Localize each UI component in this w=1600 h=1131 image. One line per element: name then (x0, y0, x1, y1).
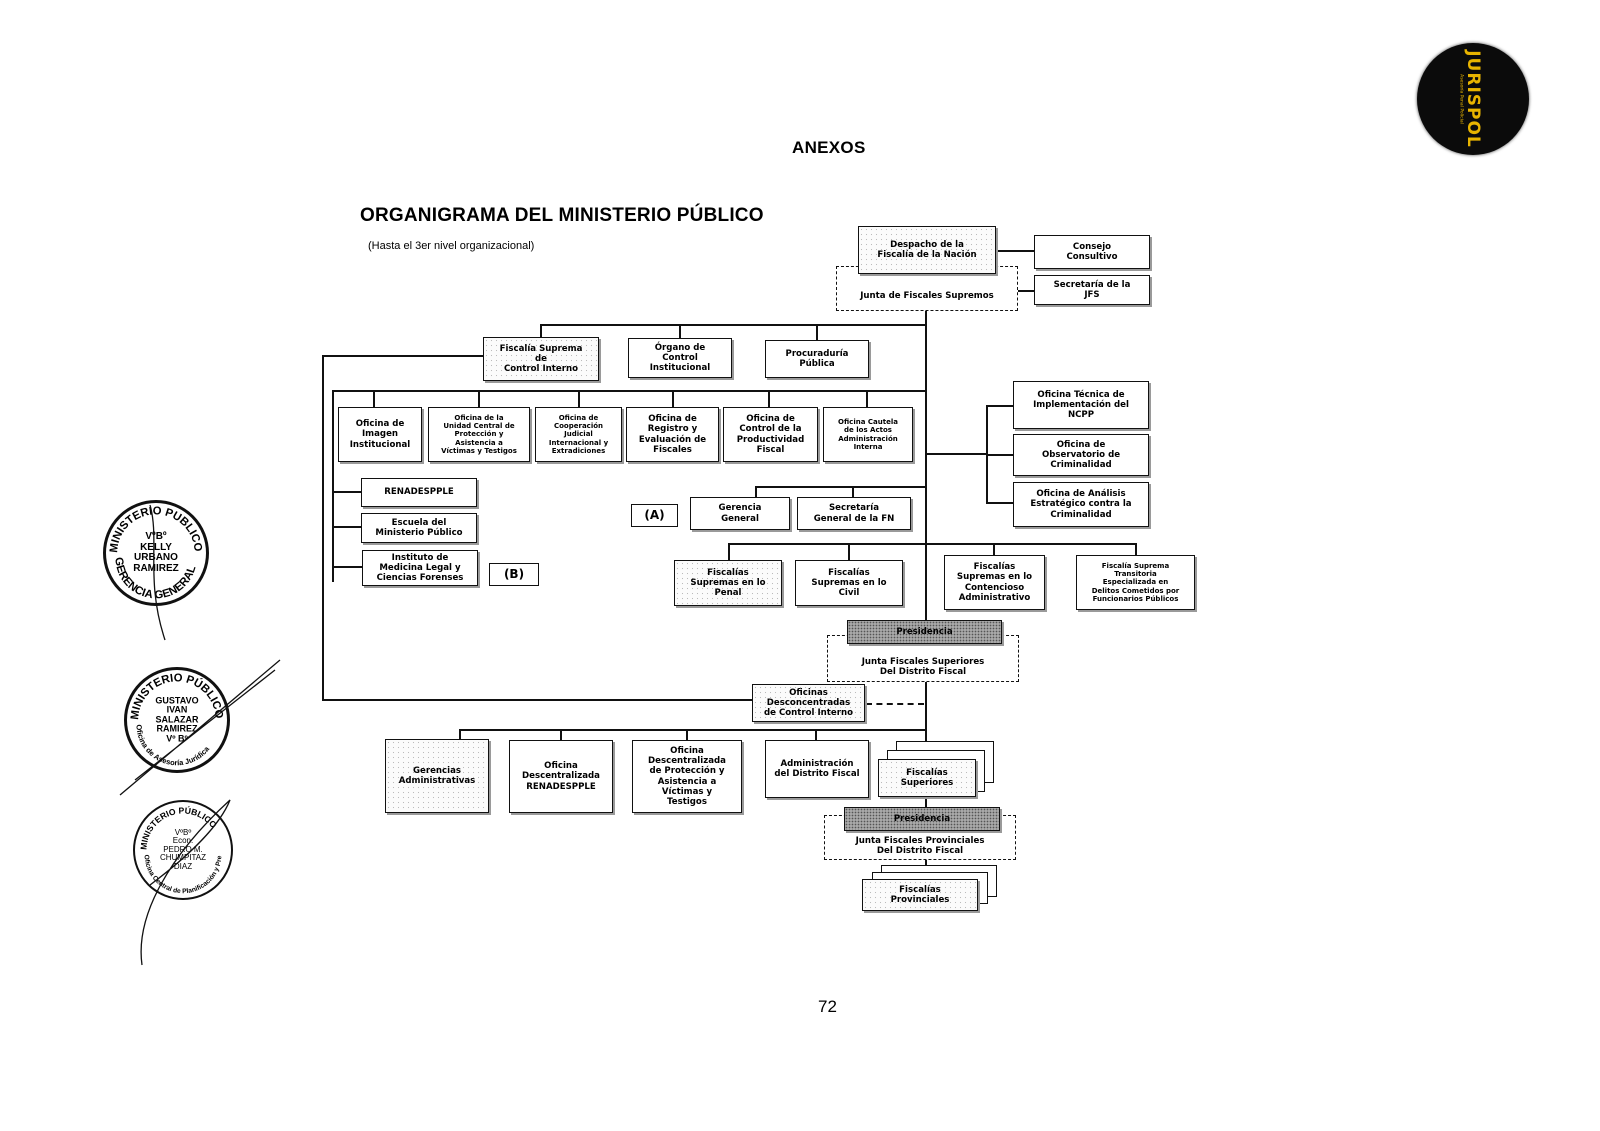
oficina-descentralizada-renadespple: Oficina Descentralizada RENADESPPLE (509, 740, 613, 813)
connector (996, 250, 1034, 252)
stamp-center: GUSTAVO IVAN SALAZAR RAMIREZ Vº Bº (155, 695, 199, 744)
connector (755, 486, 757, 498)
oficina-descentralizada-proteccion: Oficina Descentralizada de Protección y … (632, 740, 742, 813)
connector (728, 543, 730, 561)
gerencia-general: Gerencia General (690, 497, 790, 530)
stamp-center: VºBº KELLY URBANO RAMIREZ (133, 531, 179, 574)
connector (728, 543, 1136, 545)
logo-name: JURISPOL (1463, 50, 1483, 148)
connector (1018, 290, 1034, 292)
connector (332, 566, 362, 568)
oficina-proteccion-victimas: Oficina de la Unidad Central de Protecci… (428, 407, 530, 462)
fiscalias-supremas-civil: Fiscalías Supremas en lo Civil (795, 560, 903, 606)
organo-control-institucional: Órgano de Control Institucional (628, 338, 732, 378)
administracion-distrito-fiscal: Administración del Distrito Fiscal (765, 740, 869, 798)
connector (540, 324, 927, 326)
oficina-analisis-estrategico: Oficina de Análisis Estratégico contra l… (1013, 482, 1149, 527)
connector (986, 405, 1014, 407)
presidencia-provincial: Presidencia (844, 807, 1000, 831)
secretaria-jfs: Secretaría de la JFS (1034, 275, 1150, 305)
label-b: (B) (489, 563, 539, 586)
stamp-asesoria-juridica: MINISTERIO PÚBLICO Oficina de Asesoría J… (124, 667, 230, 773)
procuraduria-publica: Procuraduría Pública (765, 340, 869, 378)
connector (848, 543, 850, 561)
connector (540, 324, 542, 338)
connector (459, 729, 461, 741)
fiscalias-supremas-contencioso: Fiscalías Supremas en lo Contencioso Adm… (944, 555, 1045, 610)
renadespple: RENADESPPLE (361, 478, 477, 507)
fiscalia-suprema-transitoria: Fiscalía Suprema Transitoria Especializa… (1076, 555, 1195, 610)
oficina-imagen-institucional: Oficina de Imagen Institucional (338, 407, 422, 462)
oficina-observatorio-criminalidad: Oficina de Observatorio de Criminalidad (1013, 434, 1149, 476)
consejo-consultivo: Consejo Consultivo (1034, 235, 1150, 269)
connector (322, 699, 752, 701)
despacho-fiscalia-nacion: Despacho de la Fiscalía de la Nación (858, 226, 996, 274)
oficina-control-productividad: Oficina de Control de la Productividad F… (723, 407, 818, 462)
connector (755, 486, 927, 488)
connector (768, 390, 770, 408)
dashed-connector (866, 703, 924, 705)
connector (332, 526, 362, 528)
connector (560, 729, 562, 741)
signature-1 (149, 504, 166, 641)
page-subtitle: (Hasta el 3er nivel organizacional) (368, 240, 535, 252)
connector (816, 324, 818, 340)
connector (459, 729, 927, 731)
fiscalia-suprema-control-interno: Fiscalía Suprema de Control Interno (483, 337, 599, 381)
connector (815, 729, 817, 741)
stamp-ring: MINISTERIO PÚBLICO Oficina de Asesoría J… (129, 672, 225, 767)
signature-3 (140, 799, 231, 966)
presidencia-superior: Presidencia (847, 620, 1002, 644)
fiscalias-provinciales: Fiscalías Provinciales (862, 879, 978, 911)
oficina-tecnica-ncpp: Oficina Técnica de Implementación del NC… (1013, 381, 1149, 429)
section-heading: ANEXOS (792, 138, 866, 157)
gerencias-administrativas: Gerencias Administrativas (385, 739, 489, 813)
oficina-registro-evaluacion: Oficina de Registro y Evaluación de Fisc… (626, 407, 719, 462)
connector (993, 543, 995, 556)
page-title: ORGANIGRAMA DEL MINISTERIO PÚBLICO (360, 205, 764, 226)
connector (332, 390, 334, 582)
connector-trunk (925, 310, 927, 910)
connector (672, 390, 674, 408)
connector (332, 491, 362, 493)
stamp-planificacion: MINISTERIO PÚBLICO Oficina Central de Pl… (133, 800, 233, 900)
connector (866, 390, 868, 408)
connector (322, 355, 324, 700)
connector (679, 324, 681, 338)
connector (927, 453, 987, 455)
connector (478, 390, 480, 408)
connector (986, 502, 1014, 504)
signature-2 (119, 659, 281, 796)
connector (986, 454, 1014, 456)
oficina-cooperacion-judicial: Oficina de Cooperación Judicial Internac… (535, 407, 622, 462)
logo-tagline: Asesoría Penal Policial (1458, 74, 1464, 124)
oficina-cautela-actos: Oficina Cautela de los Actos Administrac… (823, 407, 913, 462)
connector (373, 390, 375, 408)
page-number: 72 (818, 997, 837, 1016)
secretaria-general-fn: Secretaría General de la FN (797, 497, 911, 530)
connector (322, 355, 484, 357)
connector (578, 390, 580, 408)
fiscalias-superiores: Fiscalías Superiores (878, 759, 976, 797)
escuela-ministerio-publico: Escuela del Ministerio Público (361, 513, 477, 543)
oficinas-desconcentradas-control: Oficinas Desconcentradas de Control Inte… (752, 684, 865, 722)
label-a: (A) (631, 504, 678, 527)
connector (332, 390, 927, 392)
instituto-medicina-legal: Instituto de Medicina Legal y Ciencias F… (362, 550, 478, 586)
stamp-ring: MINISTERIO PÚBLICO Oficina Central de Pl… (135, 802, 223, 895)
connector (852, 486, 854, 498)
connector (686, 729, 688, 741)
jurispol-logo: JURISPOL Asesoría Penal Policial (1417, 43, 1529, 155)
connector (1135, 543, 1137, 556)
fiscalias-supremas-penal: Fiscalías Supremas en lo Penal (674, 560, 782, 606)
